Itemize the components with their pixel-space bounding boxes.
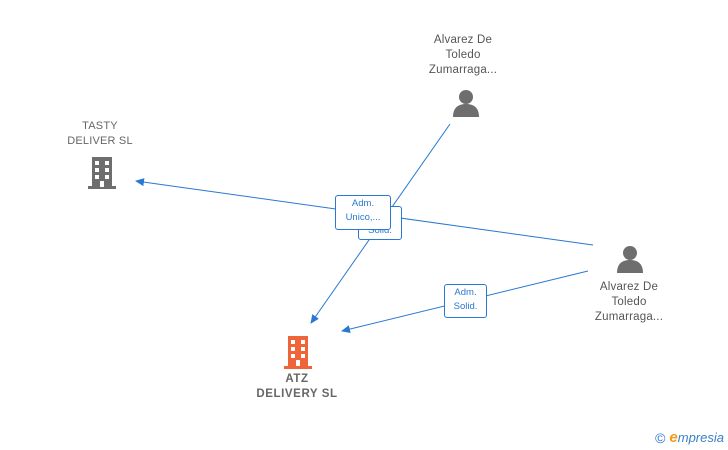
tasty-deliver-name-line2: DELIVER SL — [67, 135, 133, 147]
person-right-label[interactable]: Alvarez De Toledo Zumarraga... — [574, 280, 684, 325]
brand-logo: empresia — [669, 429, 724, 446]
tasty-deliver-name-line1: TASTY — [82, 120, 118, 132]
person-right-name-line2: Toledo — [611, 296, 647, 308]
main-building-icon[interactable] — [282, 334, 314, 370]
person-top-name-line2: Toledo — [445, 49, 481, 61]
edge-badge-adm-solid[interactable]: Adm. Solid. — [444, 284, 487, 318]
edge-badge-adm-unico-line2: Unico,... — [345, 212, 381, 223]
copyright-symbol: © — [655, 429, 666, 446]
atz-delivery-label[interactable]: ATZ DELIVERY SL — [232, 372, 362, 402]
edge-badge-solid-text: Solid. — [368, 225, 392, 236]
person-right-name-line3: Zumarraga... — [594, 311, 664, 323]
edge-badge-adm-solid-line2: Solid. — [453, 301, 478, 312]
tasty-deliver-label[interactable]: TASTY DELIVER SL — [50, 119, 150, 149]
brand-rest: mpresia — [677, 430, 724, 445]
person-top-name-line1: Alvarez De — [433, 34, 493, 46]
edge-badge-adm-solid-line1: Adm. — [454, 287, 477, 298]
atz-delivery-name-line2: DELIVERY SL — [256, 388, 338, 400]
building-icon[interactable] — [86, 155, 118, 189]
edge-badge-adm-unico[interactable]: Adm. Unico,... — [335, 195, 391, 230]
person-icon[interactable] — [615, 244, 645, 274]
edge-badge-adm-unico-line1: Adm. — [351, 198, 375, 209]
person-icon[interactable] — [451, 88, 481, 118]
atz-delivery-name-line1: ATZ — [285, 373, 309, 385]
person-top-name-line3: Zumarraga... — [428, 64, 498, 76]
person-right-name-line1: Alvarez De — [599, 281, 659, 293]
brand-initial: e — [669, 429, 678, 446]
person-top-label[interactable]: Alvarez De Toledo Zumarraga... — [408, 33, 518, 78]
brand-watermark: © empresia — [655, 429, 724, 446]
